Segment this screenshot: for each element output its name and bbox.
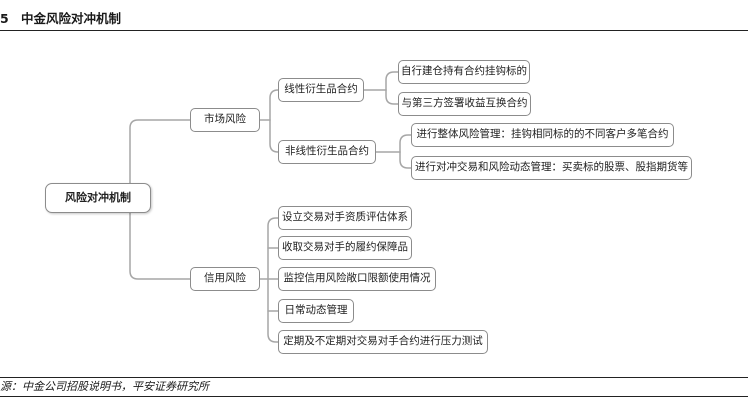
nonlinear-measure-node: 进行对冲交易和风险动态管理：买卖标的股票、股指期货等 bbox=[411, 156, 692, 180]
connector-market-linear bbox=[269, 89, 279, 121]
connector-linear-child-1 bbox=[385, 71, 399, 91]
credit-risk-node: 信用风险 bbox=[190, 267, 260, 291]
connector-linear-child-2 bbox=[385, 89, 399, 105]
nonlinear-derivatives-node: 非线性衍生品合约 bbox=[278, 140, 376, 164]
figure-number: 5 bbox=[0, 11, 9, 26]
nonlinear-measure-node: 进行整体风险管理：挂钩相同标的的不同客户多笔合约 bbox=[411, 123, 674, 147]
header-rule bbox=[0, 30, 748, 31]
connector-market-nonlinear bbox=[269, 119, 279, 153]
credit-measure-node: 收取交易对手的履约保障品 bbox=[278, 236, 412, 260]
market-risk-node: 市场风险 bbox=[190, 108, 260, 132]
connector-nonlinear-child-1 bbox=[399, 134, 412, 153]
credit-measure-node: 日常动态管理 bbox=[278, 299, 354, 323]
footer-rule-top bbox=[0, 377, 748, 378]
linear-measure-node: 与第三方签署收益互换合约 bbox=[398, 92, 531, 116]
connector-root-market bbox=[129, 119, 191, 186]
connector-credit-child-1 bbox=[267, 217, 279, 280]
connector-root-credit bbox=[129, 211, 191, 280]
credit-measure-node: 定期及不定期对交易对手合约进行压力测试 bbox=[278, 330, 488, 354]
linear-measure-node: 自行建仓持有合约挂钩标的 bbox=[398, 60, 530, 84]
linear-derivatives-node: 线性衍生品合约 bbox=[278, 78, 364, 102]
connector-nonlinear-child-2 bbox=[399, 151, 412, 169]
figure-title: 中金风险对冲机制 bbox=[21, 11, 122, 26]
footer-rule-bottom bbox=[0, 396, 748, 397]
root-node: 风险对冲机制 bbox=[45, 183, 151, 213]
connector-credit-child-5 bbox=[267, 278, 279, 343]
source-note: 源：中金公司招股说明书，平安证券研究所 bbox=[0, 380, 209, 393]
credit-measure-node: 设立交易对手资质评估体系 bbox=[278, 206, 412, 230]
credit-measure-node: 监控信用风险敞口限额使用情况 bbox=[278, 267, 436, 291]
